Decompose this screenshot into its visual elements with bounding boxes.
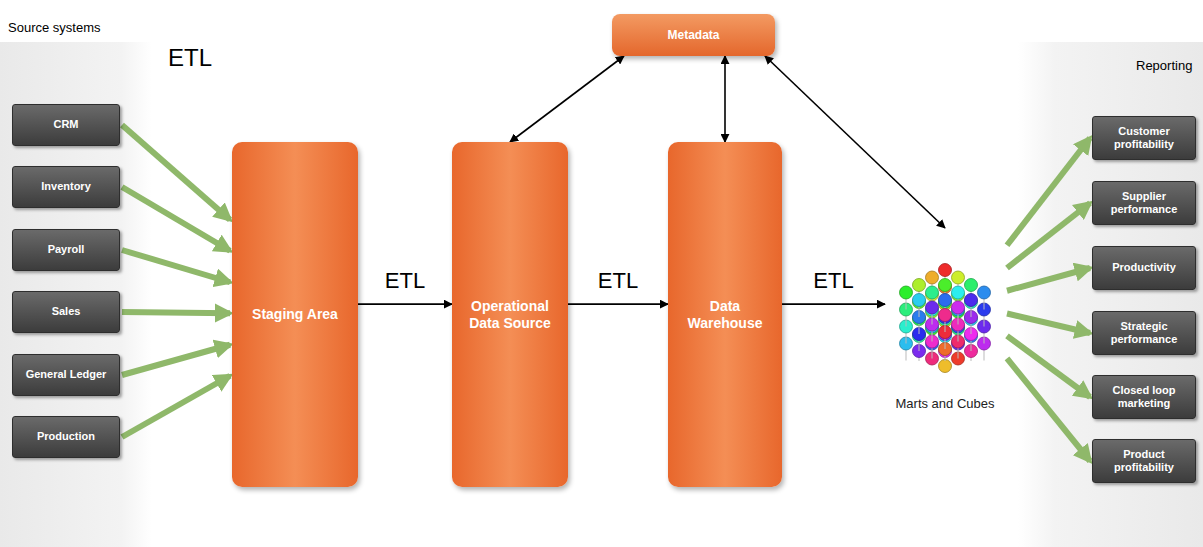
section-heading: Reporting [1136,58,1192,73]
source-system-box: Production [12,416,120,458]
process-stage-box: Staging Area [232,142,358,487]
flow-arrow [1007,138,1090,245]
flow-arrow [1007,314,1090,334]
cube-caption: Marts and Cubes [885,396,1005,412]
flow-arrow [122,125,230,220]
box-label: Closed loop marketing [1098,384,1190,410]
flow-arrow [122,250,230,282]
connector-arrow [765,56,945,228]
report-box: Product profitability [1092,439,1196,483]
box-label: Sales [52,305,81,318]
box-label: Payroll [48,243,85,256]
flow-arrow [122,187,230,251]
box-label: Customer profitability [1098,125,1190,151]
report-box: Productivity [1092,246,1196,290]
source-system-box: General Ledger [12,354,120,396]
edge-label: ETL [383,268,427,294]
connector-arrow [724,56,726,142]
report-box: Strategic performance [1092,311,1196,355]
data-cube: Marts and Cubes [885,228,1005,438]
box-label: Supplier performance [1098,190,1190,216]
reporting-panel [1018,42,1203,547]
flow-arrow [122,376,230,437]
report-box: Closed loop marketing [1092,375,1196,419]
flow-arrow [1007,268,1090,291]
flow-arrow [1007,336,1090,397]
report-box: Customer profitability [1092,116,1196,160]
box-label: Inventory [41,180,91,193]
connector-arrow [568,303,668,305]
flow-arrow [122,312,230,313]
flow-arrow [122,345,230,375]
box-label: Production [37,430,95,443]
process-stage-box: Data Warehouse [668,142,782,487]
box-label: Product profitability [1098,448,1190,474]
process-stage-box: Operational Data Source [452,142,568,487]
report-box: Supplier performance [1092,181,1196,225]
connector-arrow [358,303,452,305]
connector-arrow [510,56,624,142]
box-label: Operational Data Source [458,298,562,332]
cube-illustration [885,228,1005,378]
source-system-box: Payroll [12,229,120,271]
source-system-box: Inventory [12,166,120,208]
box-label: Metadata [667,28,719,42]
flow-arrow [1007,203,1090,268]
edge-label: ETL [596,268,640,294]
section-heading: Source systems [8,20,100,35]
source-panel [0,42,152,547]
box-label: General Ledger [26,368,107,381]
box-label: CRM [53,118,78,131]
source-system-box: CRM [12,104,120,146]
metadata-box: Metadata [612,14,775,56]
connector-arrow [782,303,885,305]
source-system-box: Sales [12,291,120,333]
box-label: Staging Area [252,306,338,323]
process-label: ETL [168,44,212,72]
box-label: Strategic performance [1098,320,1190,346]
flow-arrow [1007,358,1090,461]
edge-label: ETL [811,268,855,294]
box-label: Data Warehouse [674,298,776,332]
box-label: Productivity [1112,261,1176,274]
